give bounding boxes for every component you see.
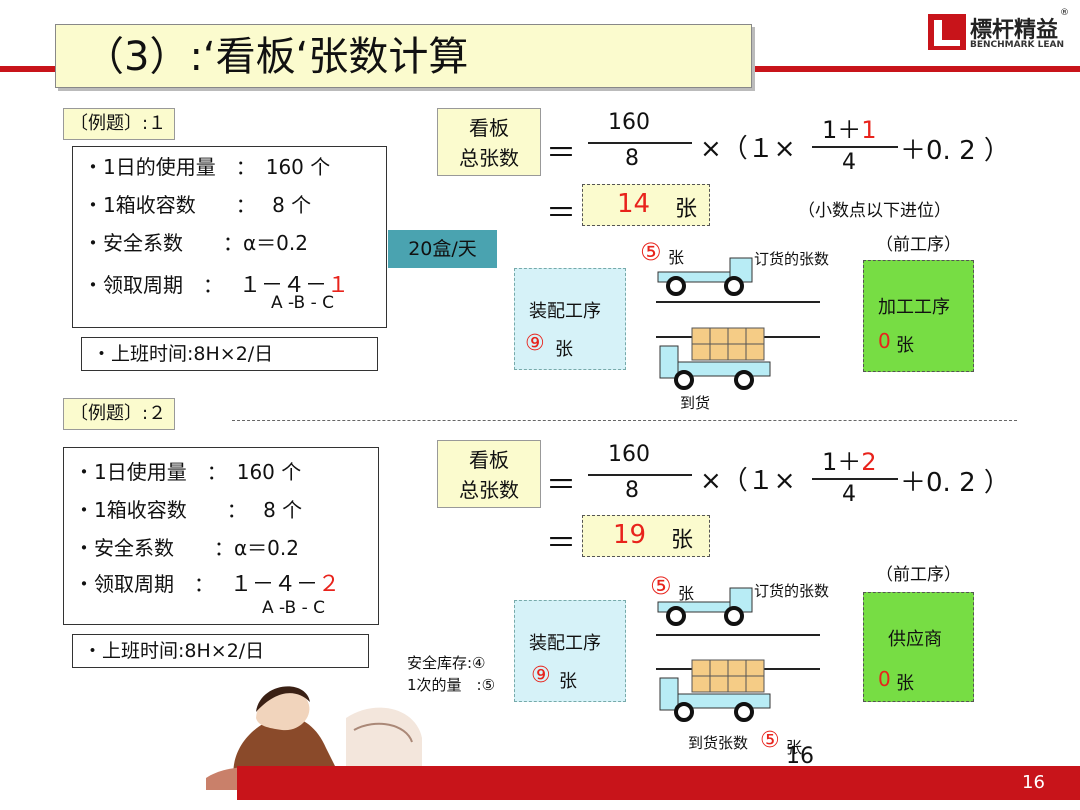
ex1-box-capacity: ・1箱收容数 ： 8 个	[83, 189, 311, 218]
ex2-supplier-count: 0	[878, 667, 891, 691]
ex1-period-label: ・领取周期 ：	[83, 269, 223, 298]
ex2-supplier-label: 供应商	[888, 625, 942, 651]
ex2-numer: 160	[608, 442, 650, 467]
ex2-eq2: ＝	[546, 518, 576, 562]
ex1-process-count: 0	[878, 329, 891, 353]
ex1-process-box: 加工工序 0 张	[863, 260, 974, 372]
ex1-f2-denom: 4	[842, 150, 856, 175]
ex1-denom: 8	[625, 146, 639, 171]
logo-icon	[928, 14, 968, 52]
ex1-f2-frac-line	[812, 146, 898, 148]
ex1-assembly-box: 装配工序 ⑨ 张	[514, 268, 626, 370]
ex2-loaded-truck-icon	[656, 658, 774, 722]
footer-bar	[237, 766, 1080, 800]
ex1-eq2: ＝	[546, 188, 576, 232]
logo-reg: ®	[1060, 8, 1069, 18]
ex2-denom: 8	[625, 478, 639, 503]
ex1-f2-numer: 1＋1	[822, 110, 877, 145]
ex2-f2-numer: 1＋2	[822, 442, 877, 477]
ex2-order-label: 订货的张数	[754, 580, 829, 601]
ex2-safety-factor: ・安全系数 ：α＝0.2	[74, 532, 299, 561]
page-title: （3）:‘看板‘张数计算	[55, 24, 752, 88]
ex2-supplier-box: 供应商 0 张	[863, 592, 974, 702]
section-divider	[232, 420, 1017, 421]
ex1-assembly-label: 装配工序	[529, 297, 601, 323]
ex2-eq: ＝	[546, 460, 576, 504]
ex1-per-day: 20盒/天	[388, 230, 497, 268]
ex2-abc: A -B - C	[262, 598, 325, 618]
ex2-assembly-count: ⑨	[531, 663, 551, 688]
top-left-bar	[0, 66, 60, 72]
ex1-shift: ・上班时间:8H×2/日	[81, 337, 378, 371]
ex1-result-box: 14 张	[582, 184, 710, 226]
example1-params-box: ・1日的使用量 ： 160 个 ・1箱收容数 ： 8 个 ・安全系数 ：α＝0.…	[72, 146, 387, 328]
ex1-assembly-count: ⑨	[525, 331, 545, 356]
ex1-process-unit: 张	[896, 331, 914, 357]
ex1-plus: ＋0. 2 ）	[900, 130, 1010, 167]
ex1-arrive-label: 到货	[680, 392, 710, 413]
ex1-assembly-unit: 张	[555, 335, 573, 361]
ex1-safety-factor: ・安全系数 ：α＝0.2	[83, 227, 308, 256]
ex2-daily-usage: ・1日使用量 ： 160 个	[74, 456, 301, 485]
ex2-arrive-count: ⑤	[760, 728, 780, 753]
example2-params-box: ・1日使用量 ： 160 个 ・1箱收容数 ： 8 个 ・安全系数 ：α＝0.2…	[63, 447, 379, 625]
ex2-line-top	[656, 634, 820, 636]
ex2-plus: ＋0. 2 ）	[900, 462, 1010, 499]
ex2-kanban-label: 看板总张数	[437, 440, 541, 508]
ex1-line-top	[656, 301, 820, 303]
ex2-f2-denom: 4	[842, 482, 856, 507]
ex1-kanban-label: 看板总张数	[437, 108, 541, 176]
ex2-result-unit: 张	[671, 522, 693, 554]
ex1-frac-line	[588, 142, 692, 144]
ex2-prev: （前工序）	[876, 560, 961, 585]
slide-number-overlay: 16	[786, 744, 814, 769]
ex1-eq: ＝	[546, 128, 576, 172]
ex2-assembly-label: 装配工序	[529, 629, 601, 655]
ex2-empty-truck-icon	[656, 580, 760, 628]
ex1-times: ×（１×	[700, 128, 796, 165]
ex1-process-label: 加工工序	[878, 293, 950, 319]
ex1-daily-usage: ・1日的使用量 ： 160 个	[83, 151, 330, 180]
ex1-loaded-truck-icon	[656, 326, 774, 390]
ex2-result-box: 19 张	[582, 515, 710, 557]
top-right-bar	[752, 66, 1080, 72]
ex1-empty-truck-icon	[656, 250, 760, 298]
example2-tag: 〔例题〕:２	[63, 398, 175, 430]
page-number: 16	[1022, 772, 1045, 793]
ex2-period-label: ・领取周期 ：	[74, 568, 214, 597]
ex1-result-unit: 张	[675, 191, 697, 223]
ex2-f2-frac-line	[812, 478, 898, 480]
logo-sub: BENCHMARK LEAN	[970, 40, 1064, 50]
ex2-shift: ・上班时间:8H×2/日	[72, 634, 369, 668]
ex2-period-value: １－４－２	[230, 566, 340, 598]
ex2-supplier-unit: 张	[896, 669, 914, 695]
ex1-order-label: 订货的张数	[754, 248, 829, 269]
ex2-result-num: 19	[613, 520, 646, 550]
ex2-assembly-unit: 张	[559, 667, 577, 693]
ex1-result-num: 14	[617, 189, 650, 219]
ex2-box-capacity: ・1箱收容数 ： 8 个	[74, 494, 302, 523]
ex1-note: （小数点以下进位）	[798, 196, 951, 221]
example1-tag: 〔例题〕:１	[63, 108, 175, 140]
ex2-frac-line	[588, 474, 692, 476]
ex2-arrive-label: 到货张数	[688, 732, 748, 753]
ex1-prev: （前工序）	[876, 230, 961, 255]
logo: 標杆精益 ® BENCHMARK LEAN	[928, 14, 1068, 60]
ex2-times: ×（１×	[700, 460, 796, 497]
ex1-abc: A -B - C	[271, 293, 334, 313]
ex2-assembly-box: 装配工序 ⑨ 张	[514, 600, 626, 702]
ex1-numer: 160	[608, 110, 650, 135]
